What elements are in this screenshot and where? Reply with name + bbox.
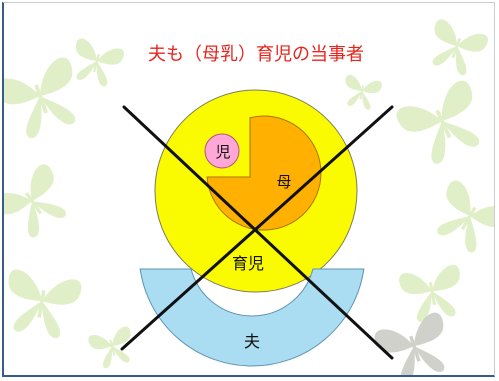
husband-label: 夫 — [244, 332, 260, 351]
accent-butterfly — [372, 310, 458, 375]
butterfly-icon — [372, 310, 458, 375]
mother-label: 母 — [276, 173, 291, 191]
cross-mark — [120, 105, 394, 360]
butterfly-icon — [422, 17, 490, 80]
butterfly-icon — [4, 55, 91, 145]
butterfly-icon — [67, 37, 126, 90]
butterfly-icon — [393, 77, 494, 172]
child-label: 児 — [215, 143, 230, 161]
butterfly-icon — [425, 177, 494, 261]
butterfly-icon — [4, 161, 78, 247]
childcare-label: 育児 — [232, 254, 264, 273]
husband-arc — [139, 268, 365, 367]
cross-line-down — [122, 105, 394, 360]
cross-line-up — [120, 105, 394, 351]
butterfly-icon — [4, 268, 83, 342]
slide: 夫も（母乳）育児の当事者 児 母 育児 夫 — [2, 2, 495, 377]
butterfly-icon — [87, 325, 138, 371]
mother-shape — [206, 115, 322, 231]
butterfly-icon — [340, 74, 383, 112]
child-circle — [204, 133, 240, 169]
slide-title: 夫も（母乳）育児の当事者 — [148, 44, 364, 65]
slide-canvas: 夫も（母乳）育児の当事者 児 母 育児 夫 — [4, 17, 494, 375]
